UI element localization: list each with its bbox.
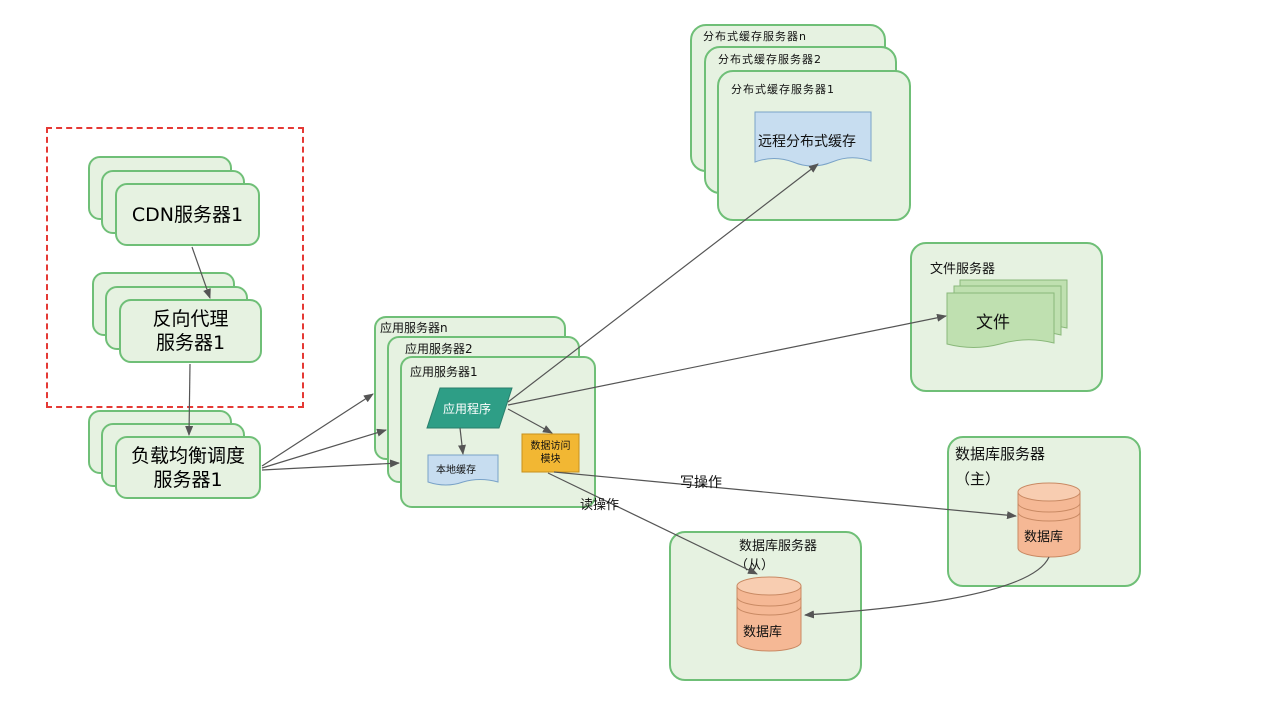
data-access-module-label: 数据访问 模块 [522,434,579,472]
arrow-lb-to-app-2 [261,428,387,469]
file-shape [946,292,1055,348]
arrow-lb-to-app-n [261,393,374,467]
cache-server-1-label: 分布式缓存服务器1 [731,83,835,96]
arrow-lb-to-app-1 [261,459,400,471]
db-master-db-label: 数据库 [1024,530,1064,545]
file-label: 文件 [976,313,1010,333]
app-server-1-label: 应用服务器1 [410,365,478,379]
proxy-label-line2: 服务器1 [155,332,226,354]
cache-server-n-label: 分布式缓存服务器n [703,30,807,43]
db-slave-title-line2: （从） [735,558,775,573]
arrow-read-from-slave [547,472,758,575]
local-cache-label: 本地缓存 [436,465,476,476]
file-server-label: 文件服务器 [930,262,996,277]
edge-zone-dashed-border [46,127,304,408]
proxy-label-line1: 反向代理 [152,308,229,330]
cdn-server-label: CDN服务器1 [131,203,244,226]
reverse-proxy-server-1: 反向代理 服务器1 [119,299,262,363]
arrow-app-to-file [507,313,947,406]
local-cache-shape [427,454,499,486]
remote-cache-label: 远程分布式缓存 [758,134,856,150]
data-access-module-shape [521,433,580,473]
lb-label-line1: 负载均衡调度 [130,444,245,467]
app-server-n-label: 应用服务器n [380,321,448,335]
cache-server-2-label: 分布式缓存服务器2 [718,53,822,66]
cdn-server-1: CDN服务器1 [115,183,260,246]
data-access-label-line2: 模块 [540,454,561,465]
app-program-shape [426,387,513,429]
arrow-app-to-remote-cache [507,163,819,403]
db-slave-db-label: 数据库 [743,625,783,640]
arrow-cdn-to-proxy [191,246,211,299]
write-operation-label: 写操作 [680,475,722,491]
db-slave-title-line1: 数据库服务器 [739,539,818,554]
arrow-app-to-data-access [507,408,553,434]
arrow-proxy-to-lb [185,363,194,436]
data-access-label-line1: 数据访问 [530,441,571,452]
db-master-title-line1: 数据库服务器 [955,445,1046,463]
arrow-master-to-slave [804,556,1050,619]
db-master-title-line2: （主） [955,470,1001,488]
db-master-cylinder [1017,482,1081,558]
load-balancer-server-1: 负载均衡调度 服务器1 [115,436,261,499]
app-program-label: 应用程序 [443,402,492,416]
arrow-app-to-local-cache [457,427,466,455]
lb-label-line2: 服务器1 [153,468,223,491]
arrow-write-to-master [553,471,1017,520]
db-slave-server [669,531,862,681]
db-slave-cylinder [736,576,802,652]
app-server-2-label: 应用服务器2 [405,342,473,356]
cache-server-1: 分布式缓存服务器1 [717,70,911,221]
read-operation-label: 读操作 [580,498,620,513]
